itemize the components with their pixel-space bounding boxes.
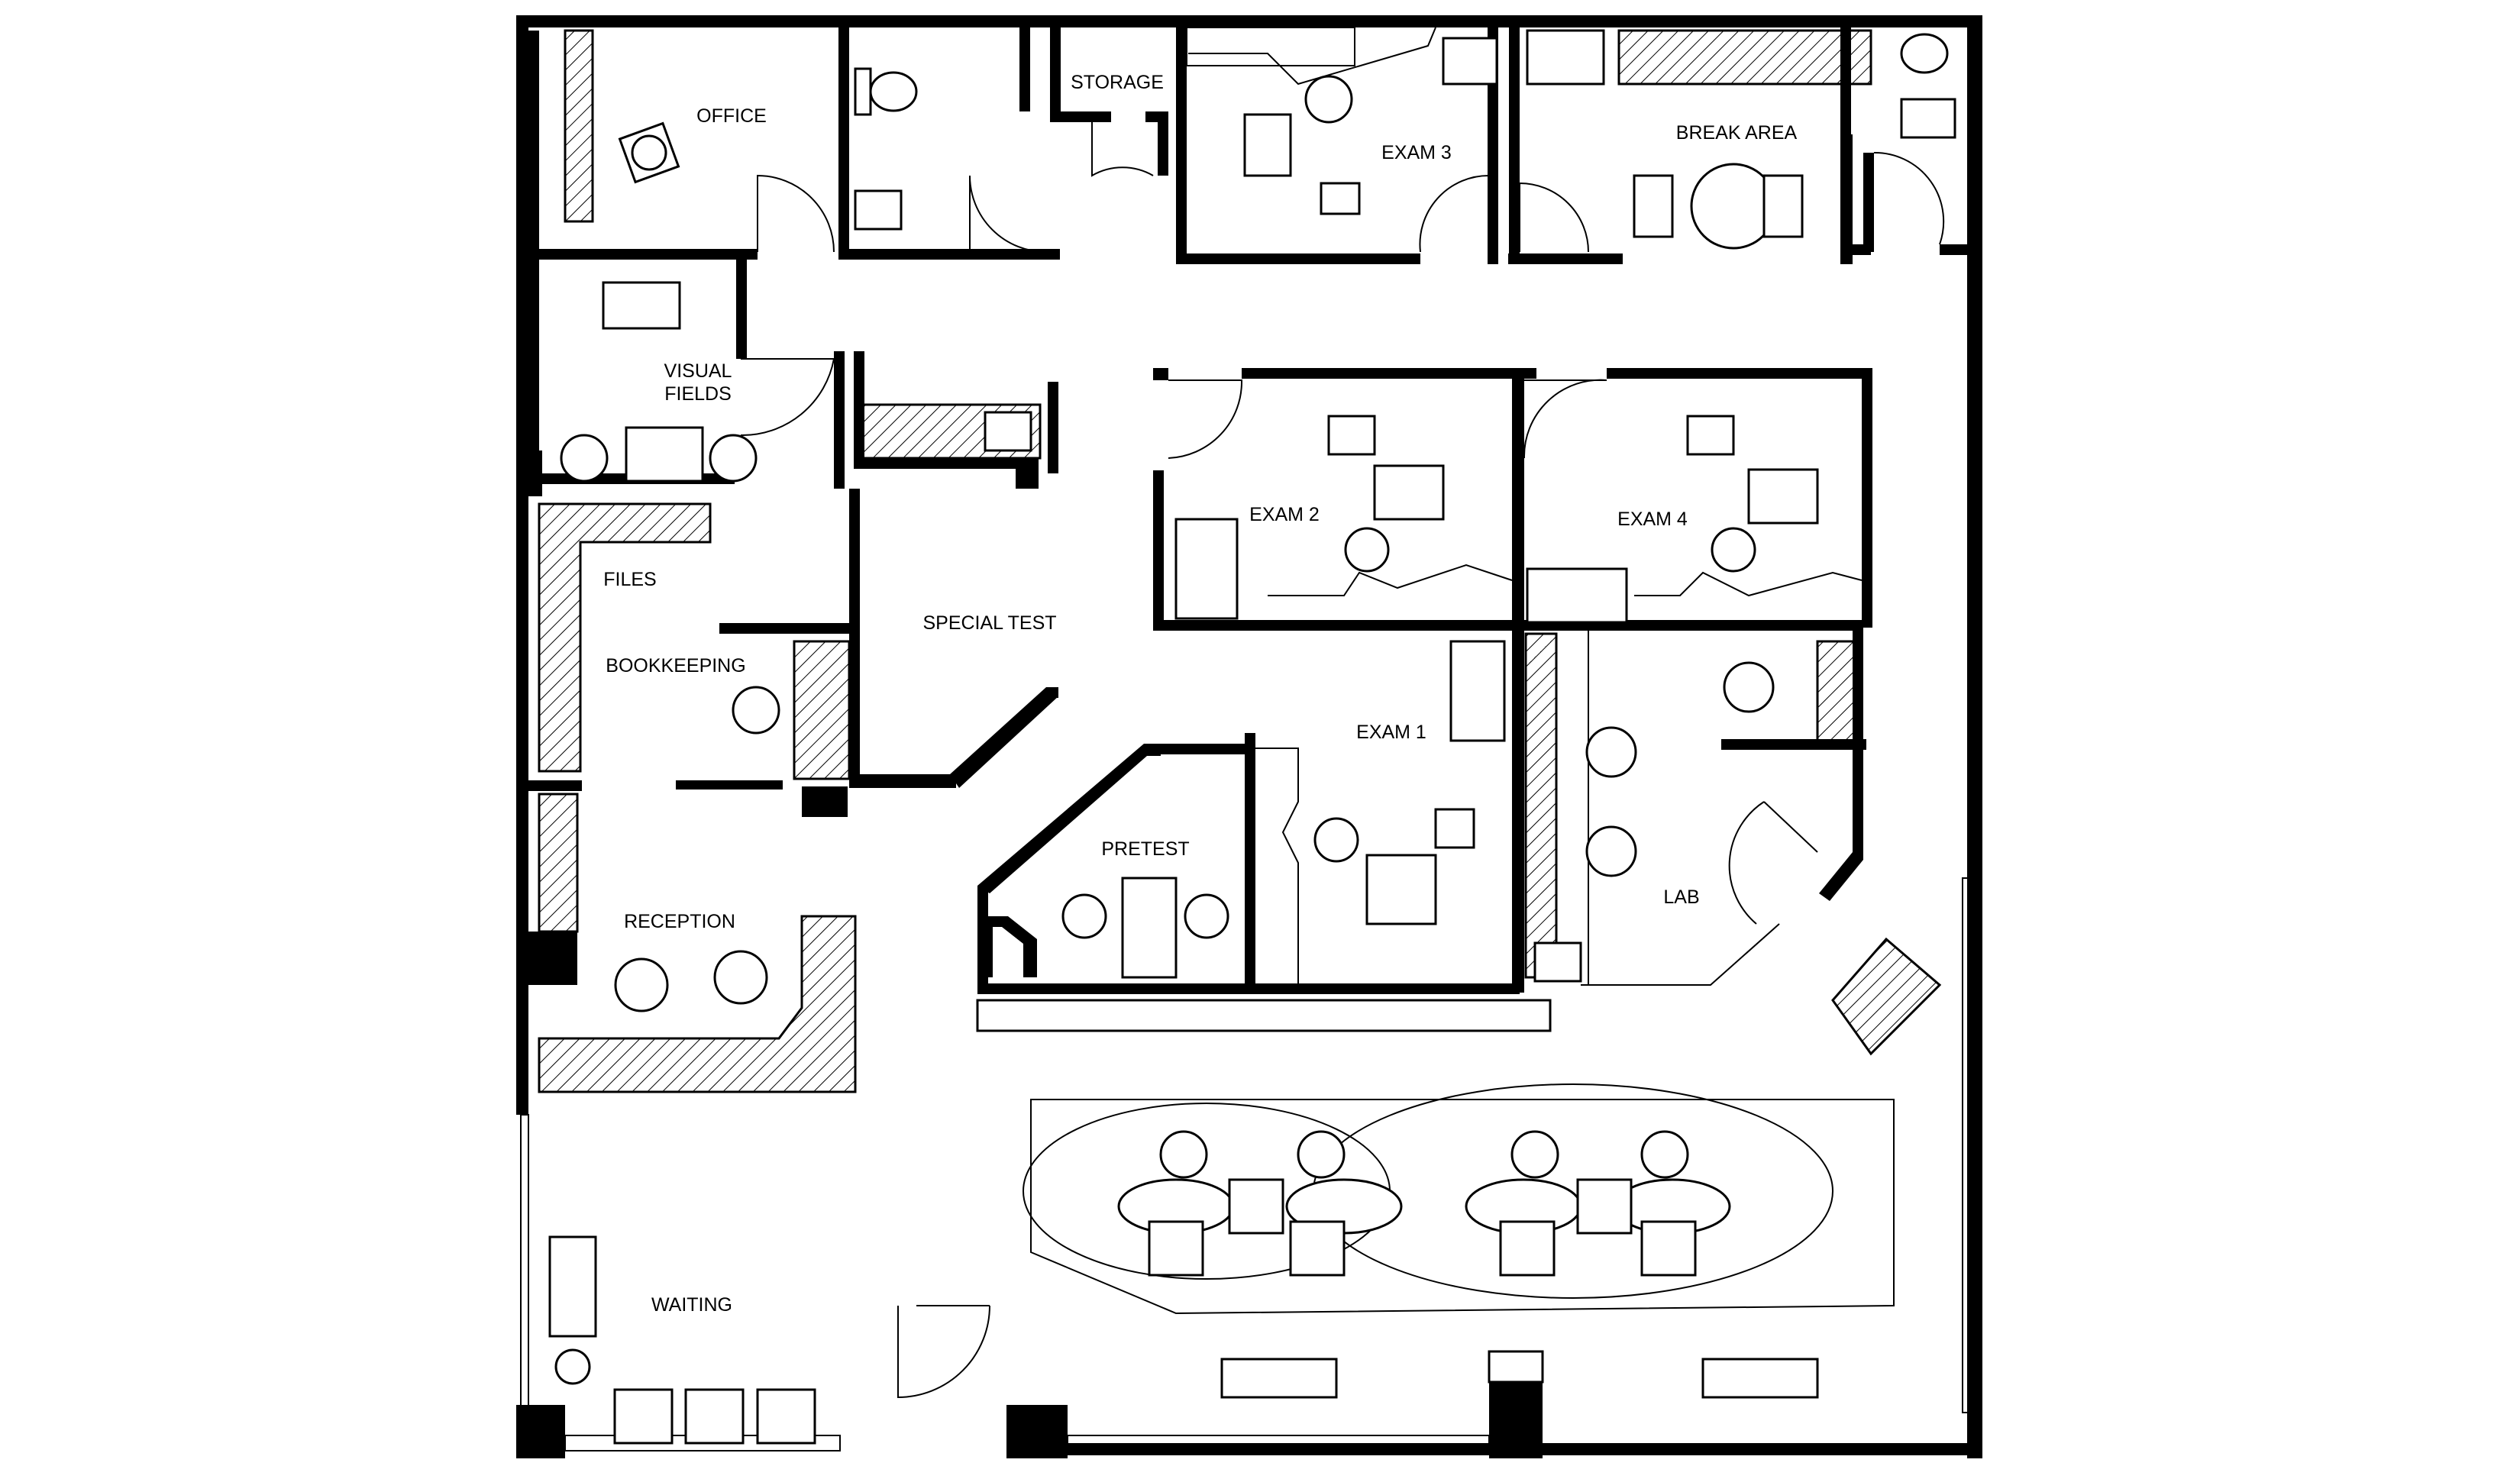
casework <box>538 29 1942 1093</box>
label-lab: LAB <box>1663 886 1699 908</box>
label-exam-2: EXAM 2 <box>1249 504 1320 525</box>
label-exam-4: EXAM 4 <box>1617 509 1688 530</box>
label-pretest: PRETEST <box>1101 838 1189 860</box>
doors <box>740 111 1945 1399</box>
room-labels: OFFICE STORAGE EXAM 3 BREAK AREA VISUAL … <box>603 72 1797 1316</box>
interior-walls <box>528 27 1970 994</box>
label-visual-fields-1: VISUAL <box>664 360 732 382</box>
label-reception: RECEPTION <box>624 911 735 932</box>
label-waiting: WAITING <box>651 1294 732 1316</box>
label-exam-1: EXAM 1 <box>1356 722 1426 743</box>
label-storage: STORAGE <box>1071 72 1164 93</box>
label-visual-fields-2: FIELDS <box>664 383 732 405</box>
label-files: FILES <box>603 569 656 590</box>
label-break-area: BREAK AREA <box>1676 122 1798 144</box>
label-office: OFFICE <box>696 105 767 127</box>
furniture <box>548 29 1956 1445</box>
label-bookkeeping: BOOKKEEPING <box>606 655 745 676</box>
exterior-walls <box>516 15 1982 1458</box>
label-exam-3: EXAM 3 <box>1381 142 1452 163</box>
label-special-test: SPECIAL TEST <box>922 612 1056 634</box>
